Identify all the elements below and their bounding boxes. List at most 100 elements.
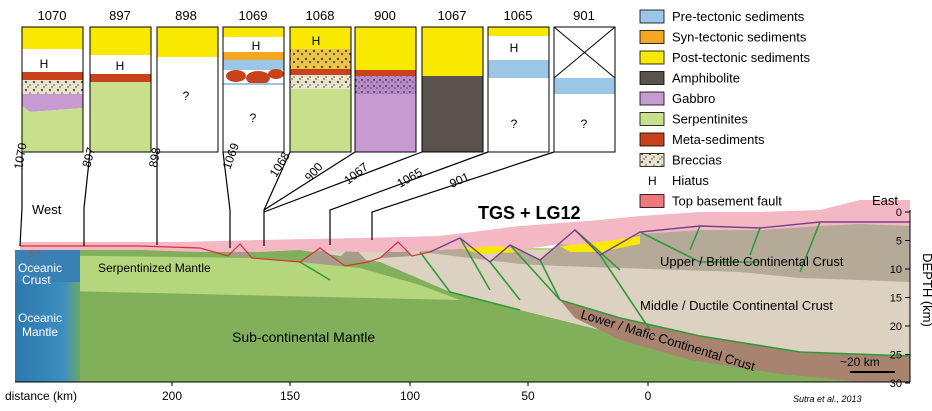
unknown-marker: ?	[183, 89, 190, 103]
well-901: 901 ?	[553, 8, 616, 153]
serpentinized-mantle	[20, 255, 460, 300]
upper-crust-label: Upper / Brittle Continental Crust	[660, 254, 844, 269]
unknown-marker: ?	[250, 111, 257, 125]
legend-item: Meta-sediments	[639, 132, 765, 147]
depth-ticks: 0 5 10 15 20 25 30	[890, 207, 910, 390]
legend-label: Breccias	[672, 153, 722, 168]
legend-label: Syn-tectonic sediments	[672, 30, 807, 45]
depth-tick-label: 30	[890, 378, 902, 390]
legend-item: Breccias	[639, 153, 722, 168]
legend-swatch	[639, 50, 665, 65]
upper-crust	[420, 222, 910, 282]
hiatus-marker: H	[40, 57, 49, 71]
legend-swatch	[639, 132, 665, 147]
well-label: 898	[175, 8, 197, 23]
well-label: 1065	[504, 8, 533, 23]
depth-tick-label: 20	[890, 321, 902, 333]
well-tie-label: 898	[146, 146, 163, 168]
west-label: West	[32, 202, 62, 217]
hiatus-marker: H	[312, 34, 321, 48]
well-tie-label: 1067	[341, 160, 371, 188]
depth-tick-label: 5	[896, 236, 902, 248]
distance-tick-label: 200	[162, 389, 182, 403]
distance-tick-label: 50	[521, 389, 535, 403]
legend-swatch	[639, 71, 665, 85]
legend-item: H Hiatus	[648, 173, 709, 188]
hiatus-marker: H	[252, 39, 261, 53]
legend-item: Amphibolite	[639, 71, 740, 86]
legend-label: Hiatus	[672, 173, 709, 188]
depth-tick-label: 25	[890, 350, 902, 362]
top-basement-fault	[20, 241, 431, 267]
legend-swatch	[639, 91, 665, 106]
hiatus-marker: H	[116, 59, 125, 73]
middle-crust-label: Middle / Ductile Continental Crust	[640, 298, 833, 313]
scale-bar-label: ~20 km	[840, 355, 880, 369]
unknown-marker: ?	[511, 117, 518, 131]
well-898: 898 ?	[156, 8, 219, 153]
sediment-cover	[20, 200, 910, 252]
well-897: 897 H	[89, 8, 152, 153]
legend-item: Pre-tectonic sediments	[639, 9, 805, 24]
well-1067: 1067	[421, 8, 484, 153]
well-label: 901	[573, 8, 595, 23]
well-tie-label: 897	[79, 145, 98, 168]
legend-label: Pre-tectonic sediments	[672, 9, 805, 24]
well-label: 900	[374, 8, 396, 23]
legend-swatch	[639, 194, 665, 208]
legend-swatch	[639, 153, 665, 167]
distance-tick-label: 150	[280, 389, 300, 403]
legend-item: Syn-tectonic sediments	[639, 30, 807, 45]
legend-label: Gabbro	[672, 91, 715, 106]
well-1068: 1068 H	[289, 8, 352, 153]
legend-swatch	[639, 9, 665, 24]
well-tie-label: 1065	[395, 165, 425, 191]
legend-swatch	[639, 30, 665, 44]
faults	[299, 221, 911, 357]
legend-label: Amphibolite	[672, 71, 740, 86]
unknown-marker: ?	[581, 117, 588, 131]
legend-item: Top basement fault	[639, 194, 782, 209]
legend-label: Serpentinites	[672, 112, 748, 127]
depth-tick-label: 15	[890, 293, 902, 305]
well-label: 1069	[239, 8, 268, 23]
well-label: 897	[109, 8, 131, 23]
well-label: 1070	[38, 8, 67, 23]
well-1069: 1069 H ?	[222, 8, 285, 153]
distance-tick-label: 100	[400, 389, 420, 403]
distance-axis-label: distance (km)	[5, 389, 77, 403]
well-1070: 1070 H	[21, 8, 84, 153]
question-marks: ? ?	[28, 249, 41, 259]
well-tie-label: 901	[447, 169, 471, 190]
lower-crust	[560, 300, 910, 382]
serpentinized-mantle-label: Serpentinized Mantle	[98, 261, 211, 275]
well-900: 900	[354, 8, 417, 153]
east-label: East	[872, 193, 898, 208]
credit: Sutra et al., 2013	[793, 394, 862, 404]
depth-axis-label: DEPTH (km)	[920, 253, 932, 327]
well-label: 1067	[438, 8, 467, 23]
legend-label: Meta-sediments	[672, 132, 765, 147]
hiatus-symbol: H	[648, 174, 657, 188]
legend-item: Gabbro	[639, 91, 715, 106]
depth-tick-label: 10	[890, 264, 902, 276]
well-tie-lines	[19, 151, 555, 248]
well-tie-label: 1070	[11, 141, 29, 170]
hiatus-marker: H	[510, 41, 519, 55]
well-label: 1068	[306, 8, 335, 23]
distance-ticks: 200 150 100 50 0	[162, 382, 652, 403]
legend-item: Serpentinites	[639, 112, 748, 127]
well-columns: 1070 H 897 H 898 ?	[21, 8, 616, 153]
legend-label: Top basement fault	[672, 194, 782, 209]
legend-label: Post-tectonic sediments	[672, 50, 811, 65]
legend-item: Post-tectonic sediments	[639, 50, 811, 65]
depth-tick-label: 0	[896, 207, 902, 219]
subcontinental-mantle-label: Sub-continental Mantle	[232, 329, 375, 345]
well-1065: 1065 H ?	[487, 8, 550, 153]
distance-tick-label: 0	[645, 389, 652, 403]
